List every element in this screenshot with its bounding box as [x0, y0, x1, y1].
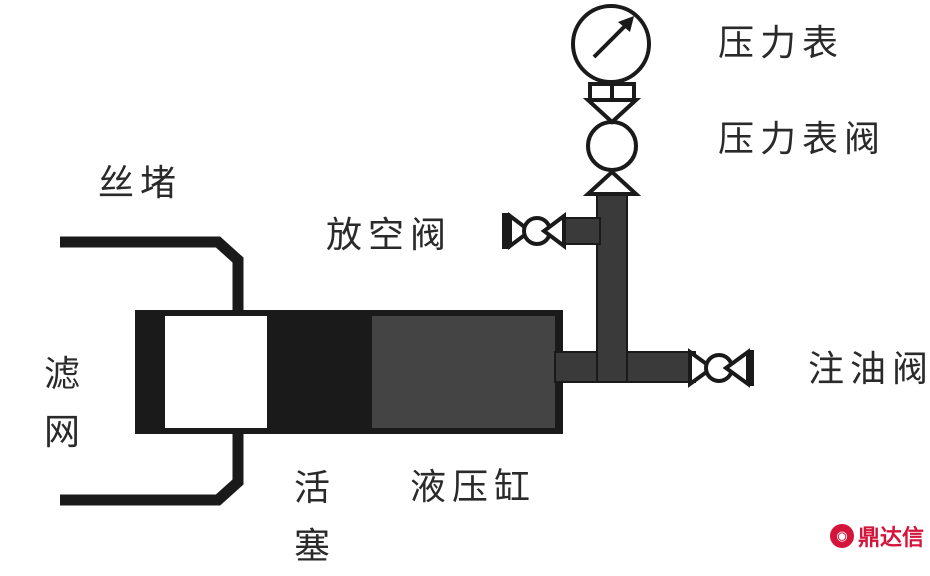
label-filter-screen: 滤网	[44, 354, 81, 453]
label-hydraulic-cylinder: 液压缸	[410, 467, 537, 508]
piston	[165, 316, 267, 428]
watermark-logo: ◉ 鼎达信	[829, 520, 924, 552]
vent-valve-icon	[502, 212, 566, 250]
gauge-valve-icon	[582, 82, 642, 196]
filter-pipe-top	[60, 236, 244, 312]
oil-inlet-valve-icon	[688, 348, 754, 388]
pressure-gauge-icon	[571, 4, 651, 84]
watermark-badge-icon: ◉	[829, 524, 854, 548]
watermark-text: 鼎达信	[857, 526, 924, 551]
label-oil-inlet-valve: 注油阀	[808, 349, 930, 390]
label-wire-plug: 丝堵	[98, 163, 183, 204]
riser-pipe	[596, 191, 628, 383]
label-pressure-gauge: 压力表	[718, 23, 845, 64]
label-gauge-valve: 压力表阀	[718, 119, 887, 160]
hydraulic-system-diagram	[60, 4, 754, 506]
label-vent-valve: 放空阀	[326, 215, 453, 256]
filter-pipe-bottom	[60, 432, 244, 506]
label-piston: 活塞	[294, 468, 331, 567]
hydraulic-fluid	[372, 316, 555, 428]
